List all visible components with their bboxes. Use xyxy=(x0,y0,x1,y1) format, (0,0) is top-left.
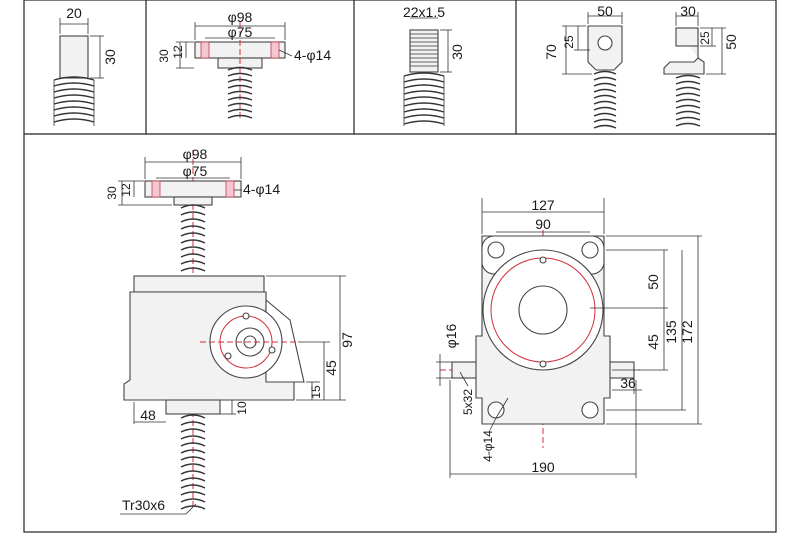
dim-12: 12 xyxy=(119,183,133,197)
dim-127: 127 xyxy=(531,197,555,213)
dim-90: 90 xyxy=(535,216,551,232)
dim-70: 70 xyxy=(543,44,559,60)
dim-thread: 22x1.5 xyxy=(403,4,445,20)
panel1-thread xyxy=(53,76,95,126)
flange-hole-left xyxy=(200,41,210,59)
dim-48: 48 xyxy=(140,407,156,423)
dim-width: 50 xyxy=(597,3,613,19)
dim-135: 135 xyxy=(663,320,679,344)
screw-bore xyxy=(518,285,568,335)
frame-grid xyxy=(23,0,777,533)
panel-threaded-end: 22x1.5 30 xyxy=(403,4,465,126)
dim-d75: φ75 xyxy=(228,24,253,40)
dim-width: 30 xyxy=(680,3,696,19)
dim-height: 30 xyxy=(102,49,118,65)
main-front-view: φ98 φ75 30 12 4-φ14 97 45 15 10 48 Tr30x… xyxy=(105,146,355,515)
dim-10: 10 xyxy=(235,401,249,415)
dim-45: 45 xyxy=(645,334,661,350)
panel5-thread xyxy=(675,74,701,127)
boss-bolt-top xyxy=(242,312,250,320)
panel3-fine-thread xyxy=(410,33,438,67)
dim-25: 25 xyxy=(698,31,712,45)
mount-hole-br xyxy=(581,401,599,419)
mount-hole-tr xyxy=(581,241,599,259)
mount-hole-bl xyxy=(487,401,505,419)
dim-25: 25 xyxy=(562,35,576,49)
dim-50: 50 xyxy=(723,34,739,50)
main-flange-neck xyxy=(173,196,213,206)
dim-15: 15 xyxy=(309,385,323,399)
clevis-side-top xyxy=(675,27,699,47)
panel2-thread xyxy=(227,66,253,119)
dim-width: 20 xyxy=(66,5,82,21)
dim-d98: φ98 xyxy=(183,146,208,162)
panel3-thread xyxy=(403,72,445,126)
boss-bolt-right xyxy=(268,346,276,354)
housing-bottom-nut xyxy=(165,399,221,415)
dim-172: 172 xyxy=(679,320,695,344)
dim-30: 30 xyxy=(157,49,171,63)
dim-key: 5x32 xyxy=(461,389,475,415)
right-top-view: 127 90 50 45 135 172 36 φ16 5x32 4-φ14 1… xyxy=(436,197,702,478)
dim-holes: 4-φ14 xyxy=(294,47,331,63)
dim-97: 97 xyxy=(339,332,355,348)
dim-height: 30 xyxy=(449,44,465,60)
main-screw-upper xyxy=(180,204,206,272)
dim-holes: 4-φ14 xyxy=(243,181,280,197)
bolt-top xyxy=(539,256,547,264)
panel4-thread xyxy=(593,70,617,129)
outer-frame xyxy=(23,0,777,533)
panel-clevis-front: 50 70 25 xyxy=(543,3,623,129)
threaded-end-shaft xyxy=(409,29,439,73)
dim-190: 190 xyxy=(531,459,555,475)
main-flange-hole-left xyxy=(151,180,161,198)
dim-50: 50 xyxy=(645,274,661,290)
panel-flange-end: φ98 φ75 30 12 4-φ14 xyxy=(157,9,331,120)
mount-hole-tl xyxy=(487,241,505,259)
dim-holes: 4-φ14 xyxy=(481,430,495,462)
dim-d98: φ98 xyxy=(228,9,253,25)
dim-d16: φ16 xyxy=(443,323,459,348)
housing-top-cap xyxy=(133,275,265,293)
dim-thread: Tr30x6 xyxy=(122,497,165,513)
dim-30: 30 xyxy=(105,186,119,200)
main-screw-lower xyxy=(180,414,206,510)
clevis-pin-hole xyxy=(597,35,613,51)
bolt-bottom xyxy=(539,360,547,368)
dim-d75: φ75 xyxy=(183,163,208,179)
panel-plain-end: 20 30 xyxy=(53,5,118,126)
boss-bolt-left xyxy=(224,352,232,360)
dim-36: 36 xyxy=(620,375,636,391)
dim-12: 12 xyxy=(171,45,185,59)
plain-end-shaft xyxy=(59,35,89,79)
panel-clevis-side: 30 25 50 xyxy=(663,3,739,127)
dim-45: 45 xyxy=(323,360,339,376)
flange-hole-right xyxy=(270,41,280,59)
main-flange-hole-right xyxy=(225,180,235,198)
